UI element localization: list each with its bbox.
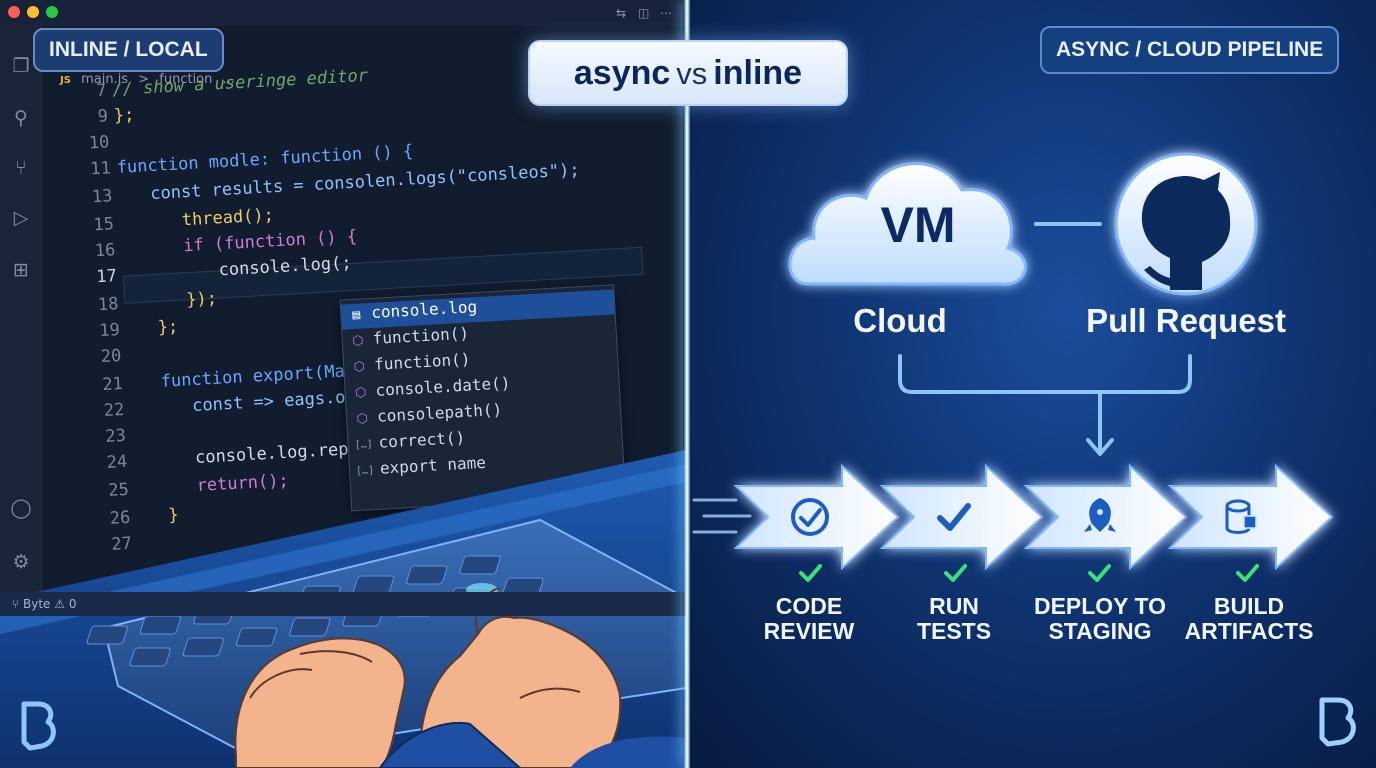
warning-icon[interactable]: ⚠ — [54, 597, 69, 611]
line-number: 7 — [95, 80, 108, 101]
maximize-window-dot[interactable] — [46, 6, 58, 18]
left-panel-inline-local: ⇆ ◫ ⋯ ❐ ⚲ ⑂ ▷ ⊞ ◯ ⚙ JS main.js > functio… — [0, 0, 686, 768]
rocket-icon — [1084, 498, 1116, 532]
breadcrumb-ellipsis: ... — [222, 72, 235, 87]
cloud-label: Cloud — [853, 302, 947, 339]
cube-icon: ⬡ — [353, 359, 366, 376]
down-arrow-icon — [1086, 438, 1114, 456]
line-number: 19 — [98, 320, 121, 342]
async-cloud-badge: ASYNC / CLOUD PIPELINE — [1040, 26, 1340, 74]
branch-name[interactable]: Byte — [23, 597, 51, 611]
keyboard-illustration — [0, 448, 686, 768]
line-number: 21 — [101, 373, 124, 396]
line-number: 9 — [97, 106, 109, 127]
title-vs: vs — [676, 56, 708, 91]
run-debug-icon[interactable]: ▷ — [13, 207, 29, 229]
cloud-vm-label: VM — [880, 197, 956, 253]
pipeline-graphic — [692, 152, 1356, 747]
line-number: 20 — [100, 346, 122, 368]
database-icon — [1225, 499, 1257, 534]
status-check-icon — [799, 564, 822, 582]
suggestion-label: function() — [372, 323, 470, 348]
tab-main-js[interactable]: main.js — [81, 72, 129, 87]
activity-bar: ❐ ⚲ ⑂ ▷ ⊞ ◯ ⚙ — [0, 26, 42, 594]
line-number: 18 — [97, 294, 119, 316]
split-editor-icon[interactable]: ⇆ — [616, 6, 627, 20]
source-control-icon[interactable]: ⑂ — [15, 157, 27, 179]
code-line[interactable]: }); — [185, 288, 218, 311]
more-actions-icon[interactable]: ⋯ — [660, 6, 672, 20]
editor-breadcrumb: JS main.js > function ... — [42, 72, 382, 94]
settings-gear-icon[interactable]: ⚙ — [12, 551, 30, 573]
js-file-icon: JS — [60, 75, 71, 86]
line-number: 15 — [92, 214, 115, 236]
line-number: 11 — [89, 158, 112, 180]
code-line[interactable]: thread(); — [181, 205, 275, 231]
warning-count[interactable]: 0 — [68, 597, 77, 611]
explorer-icon[interactable]: ❐ — [12, 55, 30, 77]
check-circle-icon — [791, 498, 829, 536]
panel-divider — [683, 0, 691, 768]
code-line[interactable]: if (function () { — [182, 226, 358, 257]
brand-logo-icon — [21, 701, 56, 751]
merge-connector — [898, 354, 1192, 394]
extensions-icon[interactable]: ⊞ — [13, 259, 29, 281]
branch-icon[interactable]: ⑂ — [12, 597, 24, 611]
keyboard-hands-graphic — [0, 450, 686, 768]
line-number: 13 — [91, 186, 113, 208]
line-number: 22 — [103, 399, 125, 422]
brand-logo-icon — [1319, 697, 1356, 747]
cube-icon: ⬡ — [351, 333, 364, 350]
status-check-icon — [944, 564, 967, 582]
search-icon[interactable]: ⚲ — [14, 107, 28, 129]
suggestion-label: console.log — [370, 297, 478, 322]
layout-icon[interactable]: ◫ — [638, 6, 650, 20]
status-check-icon — [1236, 564, 1259, 582]
pull-request-label: Pull Request — [1086, 302, 1286, 339]
method-icon: ▤ — [352, 307, 361, 324]
cube-icon: ⬡ — [356, 411, 369, 427]
code-line[interactable]: }; — [157, 316, 179, 338]
motion-streaks — [692, 498, 752, 534]
breadcrumb-function[interactable]: function — [159, 72, 213, 87]
code-line[interactable]: }; — [113, 104, 135, 127]
inline-local-badge: INLINE / LOCAL — [33, 28, 224, 72]
github-icon — [1114, 152, 1258, 296]
title-inline: inline — [713, 54, 803, 92]
line-number: 10 — [88, 132, 110, 154]
cube-icon: ⬡ — [354, 385, 367, 401]
step-arrow-code-review — [733, 463, 900, 571]
suggestion-label: function() — [373, 349, 471, 374]
code-line[interactable]: const => eags.out — [191, 386, 367, 417]
editor-titlebar: ⇆ ◫ ⋯ — [0, 0, 686, 26]
status-check-icon — [1088, 564, 1111, 582]
account-icon[interactable]: ◯ — [10, 497, 32, 519]
minimize-window-dot[interactable] — [27, 6, 39, 18]
line-number: 17 — [95, 266, 118, 288]
status-bar: ⑂ Byte ⚠ 0 — [0, 592, 686, 616]
line-number: 23 — [104, 425, 127, 448]
breadcrumb-separator: > — [138, 72, 150, 87]
cloud-icon — [788, 162, 1027, 286]
close-window-dot[interactable] — [8, 6, 20, 18]
title-async: async — [573, 54, 671, 92]
check-icon — [937, 503, 971, 531]
line-number: 16 — [94, 240, 116, 262]
